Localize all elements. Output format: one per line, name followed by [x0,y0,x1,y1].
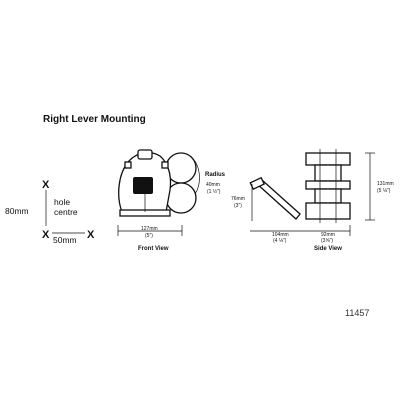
lever-reach-mm: 104mm [272,232,289,238]
radius-label: Radius [205,172,226,178]
lever-height-in: (3") [234,203,242,209]
side-view-lever-arm [254,179,301,220]
hole-mark-top: X [42,179,50,191]
horizontal-dimension-label: 50mm [53,235,77,245]
lever-reach-in: (4 ⅛") [273,238,287,244]
depth-in: (3⅝") [321,238,333,244]
lever-height-mm: 76mm [231,196,245,202]
hole-label-line2: centre [54,207,78,217]
side-view-upper-block [314,164,342,182]
front-view-window [133,177,153,194]
radius-mm: 40mm [206,182,220,188]
front-view-lug-left [124,161,132,169]
vertical-dimension-label: 80mm [5,206,29,216]
height-mm: 131mm [377,181,394,187]
figure-number: 11457 [345,308,369,318]
front-width-in: (5") [145,233,153,239]
side-view-lower-block [314,188,342,204]
front-view-caption: Front View [138,246,169,252]
side-view-caption: Side View [314,246,342,252]
front-view-lug-right [161,161,169,169]
side-view-mid-flange [305,180,351,190]
front-width-mm: 127mm [141,226,158,232]
hole-label-line1: hole [54,197,70,207]
hole-template: X X X 80mm 50mm hole centre [5,179,95,245]
side-view-bottom-flange [305,202,351,220]
front-view-top-bump [137,149,153,160]
front-view: 127mm (5") Radius 40mm (1 ½") Front View [117,149,226,252]
hole-mark-bottom-right: X [87,229,95,241]
radius-in: (1 ½") [207,188,221,195]
side-view-top-flange [305,152,351,166]
drawing-title: Right Lever Mounting [43,114,146,125]
hole-mark-bottom-left: X [42,229,50,241]
depth-mm: 92mm [321,232,335,238]
height-in: (5 ⅛") [377,188,391,194]
side-view: 76mm (3") 104mm (4 ⅛") 92mm (3⅝") 131mm … [231,149,394,252]
radius-arc [194,160,200,195]
